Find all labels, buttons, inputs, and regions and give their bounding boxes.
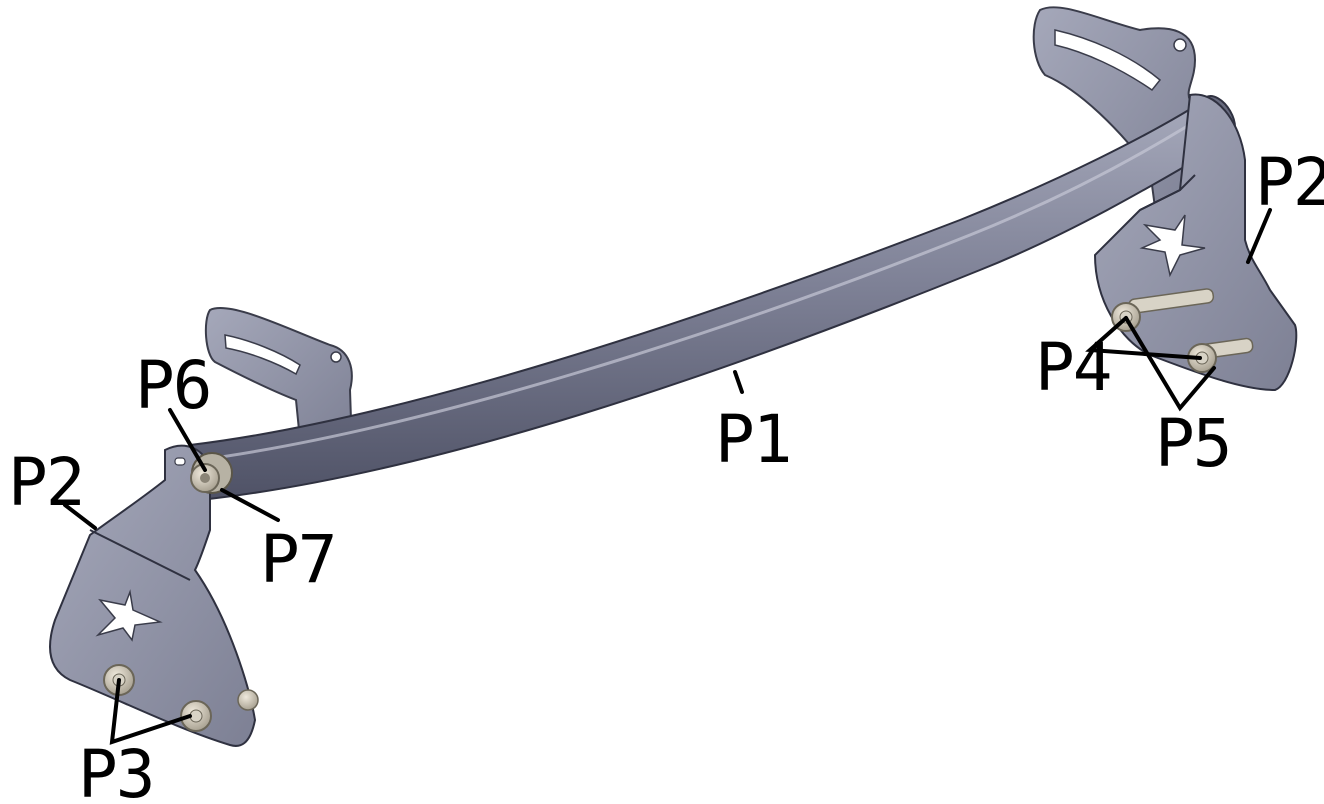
callout-p4: P4 [1035,329,1110,406]
star-cutout-icon [1139,214,1206,278]
callout-p2-right: P2 [1255,144,1324,221]
left-bracket-part [49,444,259,747]
leader-p6 [168,408,207,472]
leader-p2-left [63,503,97,530]
callout-p3: P3 [78,736,153,804]
star-cutout-icon [95,589,163,642]
leader-p1 [733,370,744,394]
leader-lines [63,208,1272,745]
callout-p7: P7 [260,521,335,598]
leader-p5 [1124,316,1216,412]
leader-p3 [109,678,192,745]
right-mount-tab [1032,6,1202,247]
leader-p7 [220,488,280,522]
callout-p5: P5 [1155,405,1230,482]
leader-p4 [1085,316,1202,360]
callout-p6: P6 [135,347,210,424]
callout-p1: P1 [715,401,790,478]
leader-p2-right [1246,208,1272,264]
callout-p2-left: P2 [8,444,83,521]
left-bolt-lower [180,689,259,732]
